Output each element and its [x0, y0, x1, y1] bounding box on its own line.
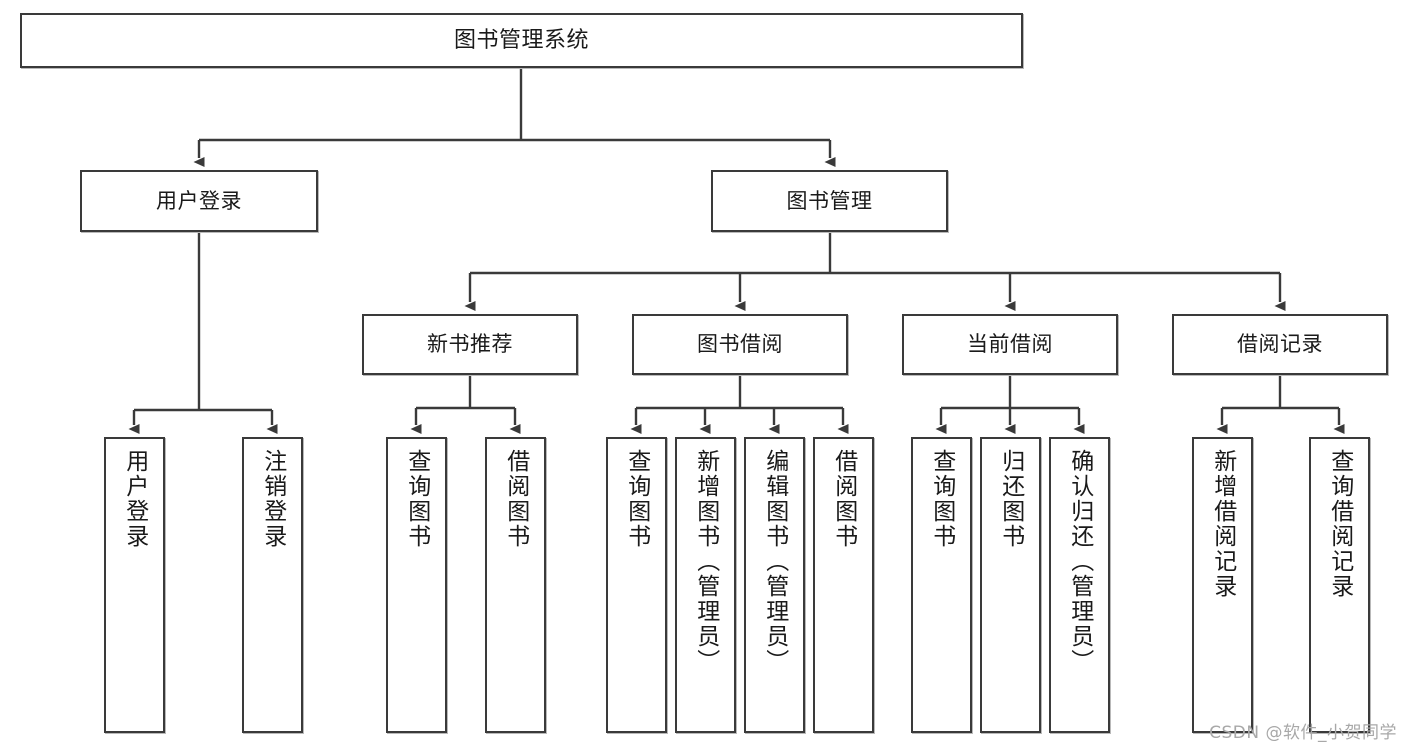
node-label: 查询图书 — [623, 449, 650, 549]
node-label: 用户登录 — [121, 449, 148, 549]
node-label: 确认归还（管理员） — [1066, 449, 1093, 674]
node-label: 新增图书（管理员） — [692, 449, 719, 674]
node-label: 查询借阅记录 — [1326, 449, 1353, 599]
node-label: 新书推荐 — [427, 332, 513, 357]
node-label: 归还图书 — [997, 449, 1024, 549]
node-label: 查询图书 — [928, 449, 955, 549]
leaf-book-borrow-borrow-book[interactable]: 借阅图书 — [813, 437, 874, 733]
leaf-book-borrow-query-book[interactable]: 查询图书 — [606, 437, 667, 733]
node-current-borrowing[interactable]: 当前借阅 — [902, 314, 1118, 375]
watermark-text: CSDN @软件_小贺同学 — [1209, 723, 1397, 743]
node-book-borrowing[interactable]: 图书借阅 — [632, 314, 848, 375]
leaf-borrow-record-query-record[interactable]: 查询借阅记录 — [1309, 437, 1370, 733]
node-label: 图书借阅 — [697, 332, 783, 357]
leaf-current-borrow-return-book[interactable]: 归还图书 — [980, 437, 1041, 733]
leaf-user-login-login[interactable]: 用户登录 — [104, 437, 165, 733]
node-label: 借阅图书 — [830, 449, 857, 549]
node-label: 用户登录 — [156, 188, 242, 213]
node-label: 当前借阅 — [967, 332, 1053, 357]
node-label: 新增借阅记录 — [1209, 449, 1236, 599]
leaf-new-book-query-book[interactable]: 查询图书 — [386, 437, 447, 733]
node-borrowing-record[interactable]: 借阅记录 — [1172, 314, 1388, 375]
node-label: 图书管理 — [786, 188, 873, 213]
node-label: 借阅记录 — [1237, 332, 1323, 357]
leaf-book-borrow-edit-book-admin[interactable]: 编辑图书（管理员） — [744, 437, 805, 733]
node-label: 查询图书 — [403, 449, 430, 549]
leaf-current-borrow-confirm-return-admin[interactable]: 确认归还（管理员） — [1049, 437, 1110, 733]
leaf-borrow-record-add-record[interactable]: 新增借阅记录 — [1192, 437, 1253, 733]
leaf-current-borrow-query-book[interactable]: 查询图书 — [911, 437, 972, 733]
node-label: 编辑图书（管理员） — [761, 449, 788, 674]
node-user-login[interactable]: 用户登录 — [80, 170, 318, 232]
node-label: 图书管理系统 — [453, 27, 589, 53]
node-label: 注销登录 — [259, 449, 286, 549]
leaf-book-borrow-add-book-admin[interactable]: 新增图书（管理员） — [675, 437, 736, 733]
leaf-new-book-borrow-book[interactable]: 借阅图书 — [485, 437, 546, 733]
node-new-book-recommendation[interactable]: 新书推荐 — [362, 314, 578, 375]
node-label: 借阅图书 — [502, 449, 529, 549]
node-book-management[interactable]: 图书管理 — [711, 170, 948, 232]
leaf-user-login-logout[interactable]: 注销登录 — [242, 437, 303, 733]
node-root-book-management-system[interactable]: 图书管理系统 — [20, 13, 1023, 68]
